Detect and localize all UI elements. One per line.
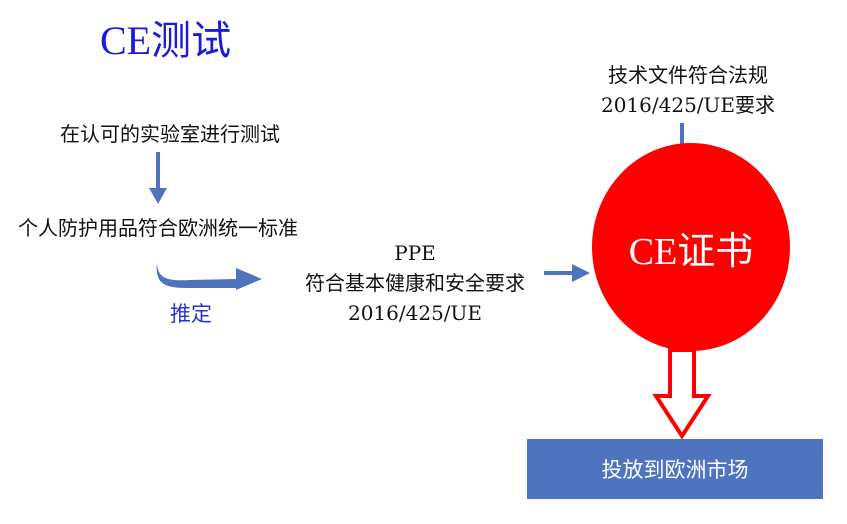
page-title: CE测试 xyxy=(100,18,232,63)
arrow-ppe-to-ce xyxy=(544,264,590,282)
lab-test-label: 在认可的实验室进行测试 xyxy=(60,122,280,146)
tech-file-line-1: 技术文件符合法规 xyxy=(608,63,768,87)
arrow-lab-to-standard xyxy=(149,152,167,204)
tech-file-line-2: 2016/425/UE要求 xyxy=(600,93,775,117)
ppe-requirements-block: PPE 符合基本健康和安全要求 2016/425/UE xyxy=(270,238,560,328)
ppe-standard-label: 个人防护用品符合欧洲统一标准 xyxy=(18,216,298,240)
arrow-curved-presumed xyxy=(156,262,262,290)
ce-certificate-label: CE证书 xyxy=(628,230,754,273)
market-label: 投放到欧洲市场 xyxy=(601,458,749,482)
arrow-ce-to-market xyxy=(652,348,712,440)
market-box: 投放到欧洲市场 xyxy=(527,439,823,499)
ce-certificate-circle: CE证书 xyxy=(592,143,790,351)
ppe-line-1: PPE xyxy=(394,241,436,265)
tech-file-block: 技术文件符合法规 2016/425/UE要求 xyxy=(568,60,808,120)
presumed-label: 推定 xyxy=(170,302,212,326)
ppe-line-3: 2016/425/UE xyxy=(347,301,482,325)
ppe-line-2: 符合基本健康和安全要求 xyxy=(305,271,525,295)
